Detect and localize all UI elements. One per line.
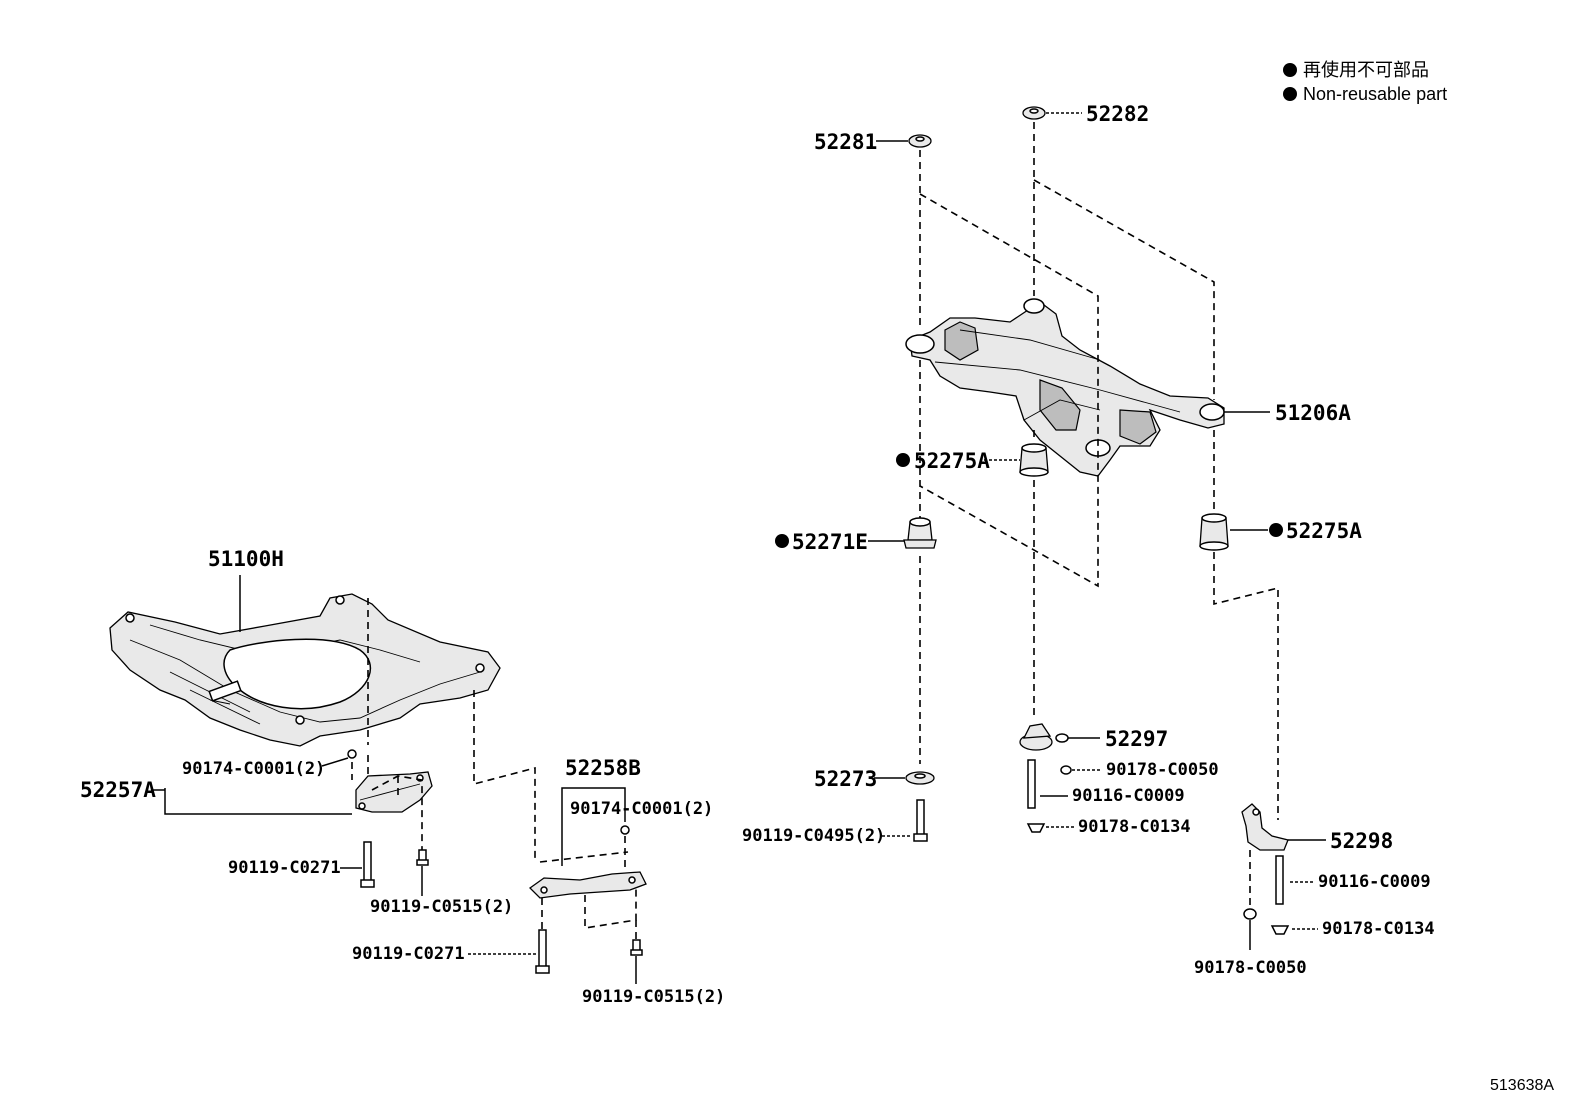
stud-90116-c0009-right-icon	[1275, 855, 1284, 905]
bushing-52275A-right-icon	[1199, 513, 1229, 551]
bolt-90119-c0495-icon	[913, 799, 928, 842]
label-52273: 52273	[814, 767, 877, 791]
label-52275A-right: 52275A	[1286, 519, 1362, 543]
label-90174-C0001-mid: 90174-C0001(2)	[570, 799, 713, 819]
stud-90116-c0009-mid-icon	[1027, 759, 1036, 809]
non-reusable-bullet-icon	[1283, 63, 1297, 77]
non-reusable-mark-icon	[1269, 523, 1283, 537]
label-90178-C0050-mid: 90178-C0050	[1106, 760, 1219, 780]
label-90116-C0009-right: 90116-C0009	[1318, 872, 1431, 892]
nut-90178-c0134-mid-icon	[1026, 823, 1046, 833]
label-52258B: 52258B	[565, 756, 641, 780]
stopper-52297-icon	[1019, 723, 1069, 751]
bolt-90119-c0271-left-icon	[360, 841, 375, 888]
legend-japanese: 再使用不可部品	[1303, 60, 1429, 80]
bushing-52271E-icon	[903, 517, 937, 549]
label-52297: 52297	[1105, 727, 1168, 751]
label-51206A: 51206A	[1275, 401, 1351, 425]
washer-52273-icon	[905, 771, 935, 785]
label-90119-C0271-mid: 90119-C0271	[352, 944, 465, 964]
non-reusable-mark-icon	[896, 453, 910, 467]
legend-english: Non-reusable part	[1303, 84, 1447, 104]
label-90116-C0009-mid: 90116-C0009	[1072, 786, 1185, 806]
nut-90174-mid-icon	[620, 825, 630, 835]
bolt-90119-c0515-mid-icon	[630, 939, 643, 956]
nut-90178-c0134-right-icon	[1270, 925, 1290, 935]
label-52282: 52282	[1086, 102, 1149, 126]
label-90119-C0495: 90119-C0495(2)	[742, 826, 885, 846]
washer-52281-icon	[908, 134, 932, 148]
diagram-code: 513638A	[1490, 1077, 1554, 1094]
rear-crossmember-illustration	[905, 298, 1225, 477]
label-90119-C0515-mid: 90119-C0515(2)	[582, 987, 725, 1007]
bolt-90119-c0271-mid-icon	[535, 929, 550, 974]
label-90178-C0134-right: 90178-C0134	[1322, 919, 1435, 939]
bolt-90119-c0515-left-icon	[416, 849, 429, 866]
non-reusable-mark-icon	[775, 534, 789, 548]
bushing-52275A-top-icon	[1019, 443, 1049, 477]
washer-52282-icon	[1022, 106, 1046, 120]
nut-90178-c0050-mid-icon	[1060, 765, 1072, 775]
label-90119-C0271-left: 90119-C0271	[228, 858, 341, 878]
label-90119-C0515-left: 90119-C0515(2)	[370, 897, 513, 917]
legend: 再使用不可部品 Non-reusable part	[1283, 60, 1447, 104]
middle-bracket-illustration	[528, 825, 647, 899]
label-90178-C0134-mid: 90178-C0134	[1078, 817, 1191, 837]
left-bracket-illustration	[347, 749, 433, 813]
label-52275A-top: 52275A	[914, 449, 990, 473]
label-52281: 52281	[814, 130, 877, 154]
label-52298: 52298	[1330, 829, 1393, 853]
label-90178-C0050-right: 90178-C0050	[1194, 958, 1307, 978]
label-52257A: 52257A	[80, 778, 156, 802]
label-51100H: 51100H	[208, 547, 284, 571]
nut-90174-left-icon	[347, 749, 357, 759]
label-52271E: 52271E	[792, 530, 868, 554]
label-90174-C0001-left: 90174-C0001(2)	[182, 759, 325, 779]
bracket-52298-icon	[1241, 803, 1289, 851]
non-reusable-bullet-icon	[1283, 87, 1297, 101]
nut-90178-c0050-right-icon	[1243, 908, 1257, 920]
front-crossmember-illustration	[109, 593, 501, 747]
